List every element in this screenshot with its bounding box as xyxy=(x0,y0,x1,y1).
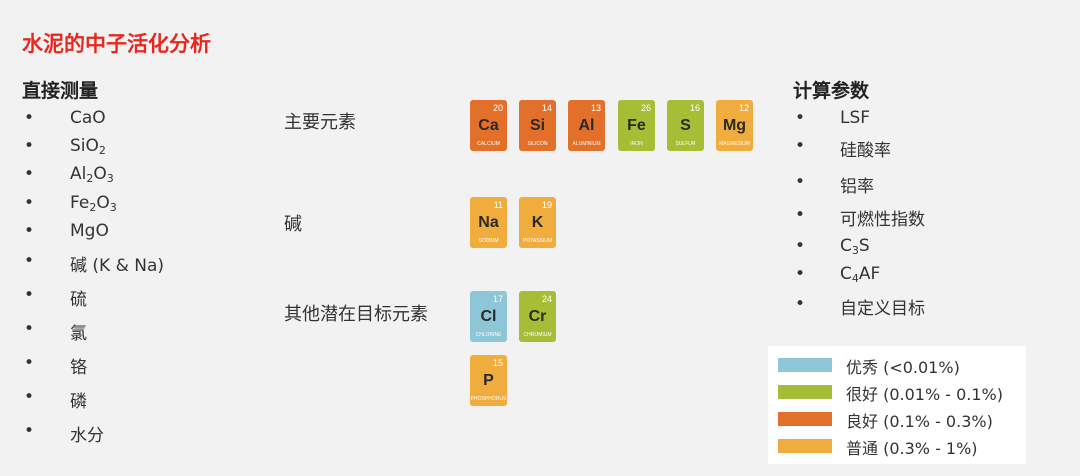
element-name: PHOSPHORUS xyxy=(470,396,507,402)
atomic-number: 14 xyxy=(541,103,552,113)
list-item-text: 自定义目标 xyxy=(840,299,925,319)
calc-params-heading: 计算参数 xyxy=(793,80,870,102)
list-item-text: CaO xyxy=(70,108,106,128)
list-item-text: LSF xyxy=(840,108,871,128)
atomic-number: 26 xyxy=(640,103,651,113)
bullet: • xyxy=(24,193,35,213)
element-symbol: Na xyxy=(478,214,499,231)
bullet: • xyxy=(795,136,806,156)
atomic-number: 19 xyxy=(541,200,552,210)
row-label-alkali: 碱 xyxy=(284,214,302,235)
list-item-text: 氯 xyxy=(70,324,87,344)
bullet: • xyxy=(795,172,806,192)
atomic-number: 20 xyxy=(492,103,503,113)
bullet: • xyxy=(24,136,35,156)
bullet: • xyxy=(24,108,35,128)
bullet: • xyxy=(795,264,806,284)
element-name: MAGNESIUM xyxy=(719,141,750,147)
bullet: • xyxy=(24,353,35,373)
bullet: • xyxy=(795,236,806,256)
list-item-text: 铝率 xyxy=(840,177,874,197)
legend-swatch xyxy=(778,439,832,453)
element-name: SILICON xyxy=(527,141,548,147)
bullet: • xyxy=(24,221,35,241)
bullet: • xyxy=(24,164,35,184)
bullet: • xyxy=(24,387,35,407)
element-name: CHROMIUM xyxy=(523,332,552,338)
atomic-number: 17 xyxy=(492,294,503,304)
legend-swatch xyxy=(778,385,832,399)
bullet: • xyxy=(24,285,35,305)
list-item-text: MgO xyxy=(70,221,109,241)
list-item-text: 磷 xyxy=(70,392,87,412)
list-item-text: Fe2O3 xyxy=(70,193,117,214)
legend-label: 良好 (0.1% - 0.3%) xyxy=(846,412,993,431)
element-symbol: P xyxy=(483,372,494,389)
list-item-text: 硫 xyxy=(70,290,87,310)
element-symbol: Al xyxy=(578,117,595,134)
bullet: • xyxy=(795,294,806,314)
list-item-text: 碱 (K & Na) xyxy=(70,256,165,276)
element-name: IRON xyxy=(630,141,643,147)
direct-measure-heading: 直接测量 xyxy=(22,80,99,102)
bullet: • xyxy=(24,421,35,441)
atomic-number: 24 xyxy=(541,294,552,304)
element-name: ALUMINIUM xyxy=(572,141,601,147)
atomic-number: 12 xyxy=(738,103,749,113)
page-title: 水泥的中子活化分析 xyxy=(22,32,211,56)
bullet: • xyxy=(24,319,35,339)
list-item-text: C4AF xyxy=(840,264,881,285)
element-name: SULFUR xyxy=(675,141,696,147)
row-label-major: 主要元素 xyxy=(284,112,356,133)
list-item-text: 铬 xyxy=(70,358,87,378)
list-item-text: C3S xyxy=(840,236,870,257)
atomic-number: 13 xyxy=(590,103,601,113)
element-name: CHLORINE xyxy=(475,332,502,338)
legend-label: 优秀 (<0.01%) xyxy=(846,358,960,377)
bullet: • xyxy=(795,108,806,128)
atomic-number: 16 xyxy=(689,103,700,113)
bullet: • xyxy=(795,205,806,225)
legend-label: 普通 (0.3% - 1%) xyxy=(846,439,978,458)
legend-swatch xyxy=(778,358,832,372)
element-symbol: Fe xyxy=(627,117,646,134)
row-label-other: 其他潜在目标元素 xyxy=(284,304,428,325)
element-name: CALCIUM xyxy=(477,141,500,147)
element-symbol: Cl xyxy=(480,308,497,325)
list-item-text: SiO2 xyxy=(70,136,106,157)
element-symbol: Si xyxy=(529,117,546,134)
list-item-text: 硅酸率 xyxy=(840,141,891,161)
element-symbol: Ca xyxy=(478,117,499,134)
bullet: • xyxy=(24,251,35,271)
atomic-number: 15 xyxy=(492,358,503,368)
element-name: SODIUM xyxy=(478,238,499,244)
element-symbol: Mg xyxy=(722,117,747,134)
element-symbol: K xyxy=(531,214,544,231)
legend-swatch xyxy=(778,412,832,426)
list-item-text: 可燃性指数 xyxy=(840,210,925,230)
element-symbol: S xyxy=(680,117,691,134)
legend-box: 优秀 (<0.01%) 很好 (0.01% - 0.1%) 良好 (0.1% - 0… xyxy=(768,346,1026,464)
list-item-text: Al2O3 xyxy=(70,164,114,185)
element-symbol: Cr xyxy=(528,308,547,325)
legend-label: 很好 (0.01% - 0.1%) xyxy=(846,385,1003,404)
element-name: POTASSIUM xyxy=(522,238,553,244)
list-item-text: 水分 xyxy=(70,426,104,446)
atomic-number: 11 xyxy=(493,200,503,210)
